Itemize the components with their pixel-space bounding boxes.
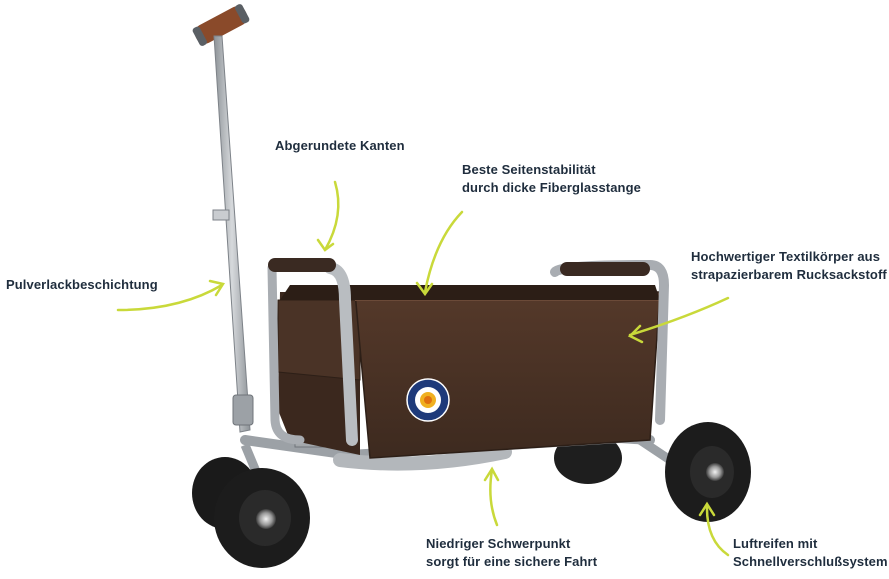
label-line: Niedriger Schwerpunkt (426, 536, 571, 551)
label-line: Pulverlackbeschichtung (6, 277, 158, 292)
label-line: sorgt für eine sichere Fahrt (426, 554, 598, 569)
rear-wheel (665, 422, 751, 522)
arrow-rounded-edges (316, 180, 340, 252)
label-low-center: Niedriger Schwerpunkt sorgt für eine sic… (426, 535, 597, 571)
label-line: strapazierbarem Rucksackstoff (691, 267, 887, 282)
label-line: Beste Seitenstabilität (462, 162, 596, 177)
arrow-tires (698, 501, 730, 557)
arrow-side-stability (415, 210, 464, 297)
upper-frame (267, 258, 670, 446)
label-powder-coating: Pulverlackbeschichtung (6, 276, 158, 294)
arrow-low-center (483, 466, 500, 527)
textile-body (277, 285, 661, 459)
label-line: Abgerundete Kanten (275, 138, 405, 153)
label-rounded-edges: Abgerundete Kanten (275, 137, 405, 155)
annotation-arrows (116, 180, 730, 557)
label-line: Luftreifen mit (733, 536, 818, 551)
label-line: Schnellverschlußsystem (733, 554, 888, 569)
label-line: durch dicke Fiberglasstange (462, 180, 641, 195)
arrow-powder-coating (116, 279, 226, 312)
label-tires: Luftreifen mit Schnellverschlußsystem (733, 535, 888, 571)
front-wheel (192, 457, 310, 568)
bollerwagen-badge-icon (406, 378, 450, 422)
pull-handle (192, 4, 254, 433)
arrow-textile-body (627, 296, 730, 344)
label-textile-body: Hochwertiger Textilkörper aus strapazier… (691, 248, 887, 284)
label-line: Hochwertiger Textilkörper aus (691, 249, 881, 264)
label-side-stability: Beste Seitenstabilität durch dicke Fiber… (462, 161, 641, 197)
